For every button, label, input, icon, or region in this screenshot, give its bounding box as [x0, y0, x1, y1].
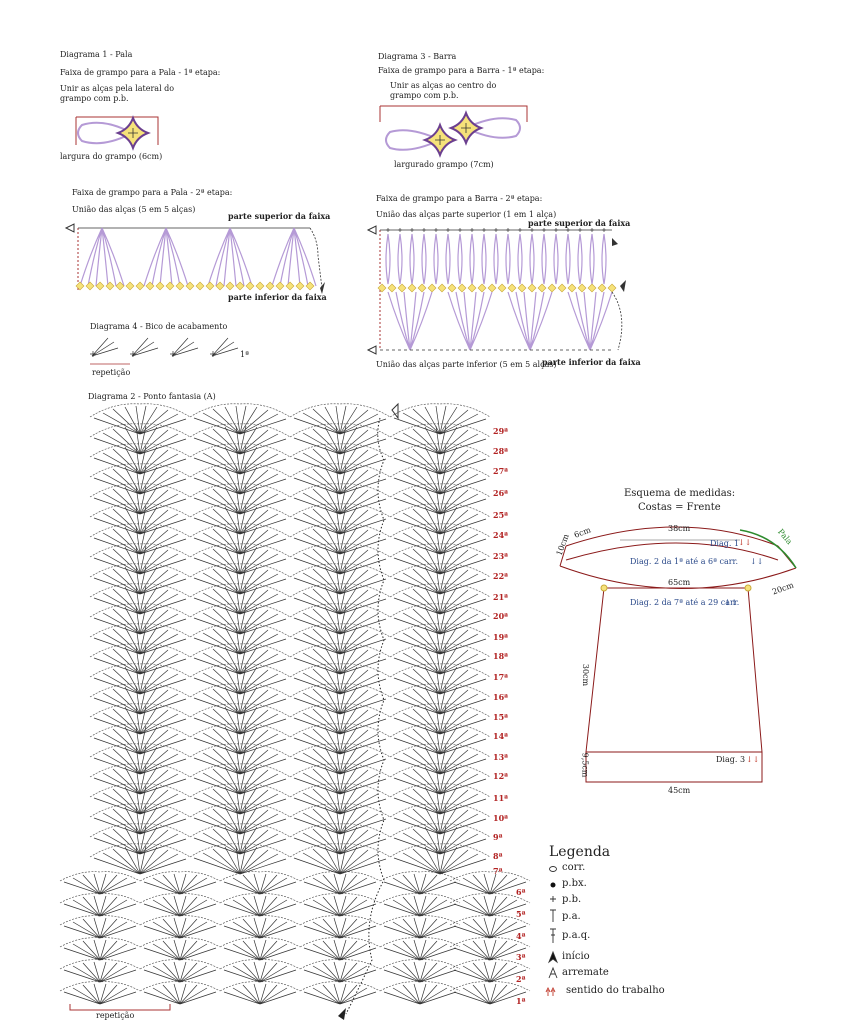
schema-title: Esquema de medidas:	[624, 488, 736, 499]
row-number: 20ª	[493, 611, 509, 621]
diag3-label: Diag. 3	[716, 755, 746, 764]
row-number: 9ª	[493, 832, 503, 842]
diagram4-title: Diagrama 4 - Bico de acabamento	[90, 322, 228, 331]
diagram1-width-label: largura do grampo (6cm)	[60, 152, 163, 161]
schema-subtitle: Costas = Frente	[638, 502, 721, 513]
diagram1-bottom-label: parte inferior da faixa	[228, 292, 327, 302]
row-number: 7ª	[493, 866, 503, 876]
diagram2-repeat-label: repetição	[96, 1011, 135, 1020]
legend-item-start: início	[562, 951, 590, 962]
diagram4-row-label: 1ª	[240, 350, 249, 359]
legend-symbols	[545, 866, 559, 996]
diagram3-top-label: parte superior da faixa	[528, 218, 631, 228]
row-number: 27ª	[493, 466, 509, 476]
row-number: 26ª	[493, 488, 509, 498]
diagram1-step1-figure	[75, 116, 159, 149]
diagram3-step1-figure	[379, 105, 528, 156]
diagram3-union-top-label: União das alças parte superior (1 em 1 a…	[376, 210, 557, 219]
row-number: 2ª	[516, 974, 526, 984]
diagram1-step2-label: Faixa de grampo para a Pala - 2ª etapa:	[72, 188, 233, 197]
diag2a-label: Diag. 2 da 1ª até a 6ª carr.	[630, 557, 739, 566]
diagram1-union-label: União das alças (5 em 5 alças)	[72, 205, 196, 214]
diag2b-arrow-icon: ↓↓	[724, 598, 738, 607]
diag2a-arrow-icon: ↓↓	[750, 557, 764, 566]
row-number: 29ª	[493, 426, 509, 436]
row-number: 18ª	[493, 651, 509, 661]
row-number: 21ª	[493, 592, 509, 602]
row-number: 3ª	[516, 952, 526, 962]
measure-65: 65cm	[668, 578, 691, 587]
measurement-schema	[559, 526, 797, 783]
diag1-arrow-icon: ↓↓	[738, 538, 752, 547]
legend-item-finish: arremate	[562, 967, 609, 978]
diag1-label: Diag. 1	[710, 539, 740, 548]
row-number: 10ª	[493, 813, 509, 823]
diagram1-title: Diagrama 1 - Pala	[60, 50, 133, 59]
measure-45: 45cm	[668, 786, 691, 795]
diagram1-top-label: parte superior da faixa	[228, 211, 331, 221]
row-number: 16ª	[493, 692, 509, 702]
diagram2-title: Diagrama 2 - Ponto fantasia (A)	[88, 392, 216, 401]
diag2b-label: Diag. 2 da 7ª até a 29 carr.	[630, 598, 740, 607]
legend-item-treble-crochet: p.a.q.	[562, 930, 591, 941]
measure-30: 30cm	[581, 663, 591, 687]
diag3-arrow-icon: ↓↓	[746, 755, 760, 764]
diagram3-bottom-label: parte inferior da faixa	[542, 357, 641, 367]
diagram2-chart	[59, 402, 531, 1020]
diagram3-union-bottom-label: União das alças parte inferior (5 em 5 a…	[376, 360, 557, 369]
legend-item-direction: sentido do trabalho	[566, 985, 665, 996]
diagram1-step2-figure	[64, 223, 325, 294]
diagram3-step2-label: Faixa de grampo para a Barra - 2ª etapa:	[376, 194, 543, 203]
row-number: 4ª	[516, 931, 526, 941]
measure-38: 38cm	[668, 524, 691, 533]
measure-9-5: 9,5cm	[580, 752, 590, 778]
row-number: 19ª	[493, 632, 509, 642]
row-number: 22ª	[493, 571, 509, 581]
legend-item-slip-stitch: p.bx.	[562, 878, 587, 889]
row-number: 11ª	[493, 793, 509, 803]
diagram3-step1-label: Faixa de grampo para a Barra - 1ª etapa:	[378, 66, 545, 75]
diagram1-step1-label: Faixa de grampo para a Pala - 1ª etapa:	[60, 68, 221, 77]
diagram4-repeat-label: repetição	[92, 368, 131, 377]
row-number: 8ª	[493, 851, 503, 861]
diagram4-figure	[90, 337, 239, 365]
legend-item-double-crochet: p.a.	[562, 911, 581, 922]
row-number: 28ª	[493, 446, 509, 456]
row-number: 13ª	[493, 752, 509, 762]
row-number: 15ª	[493, 712, 509, 722]
row-number: 6ª	[516, 887, 526, 897]
diagram3-title: Diagrama 3 - Barra	[378, 52, 457, 61]
row-number: 1ª	[516, 996, 526, 1006]
legend-item-single-crochet: p.b.	[562, 894, 582, 905]
diagram1-note: Unir as alças pela lateral do grampo com…	[60, 84, 175, 103]
diagram3-step2-figure	[366, 225, 626, 355]
row-number: 14ª	[493, 731, 509, 741]
row-number: 17ª	[493, 672, 509, 682]
row-number: 23ª	[493, 551, 509, 561]
row-number: 5ª	[516, 909, 526, 919]
diagram3-width-label: largurado grampo (7cm)	[394, 160, 494, 169]
legend-title: Legenda	[549, 844, 611, 860]
row-number: 12ª	[493, 771, 509, 781]
row-number: 24ª	[493, 530, 509, 540]
diagram3-note: Unir as alças ao centro do grampo com p.…	[390, 81, 497, 100]
row-number: 25ª	[493, 510, 509, 520]
legend-item-chain: corr.	[562, 862, 586, 873]
